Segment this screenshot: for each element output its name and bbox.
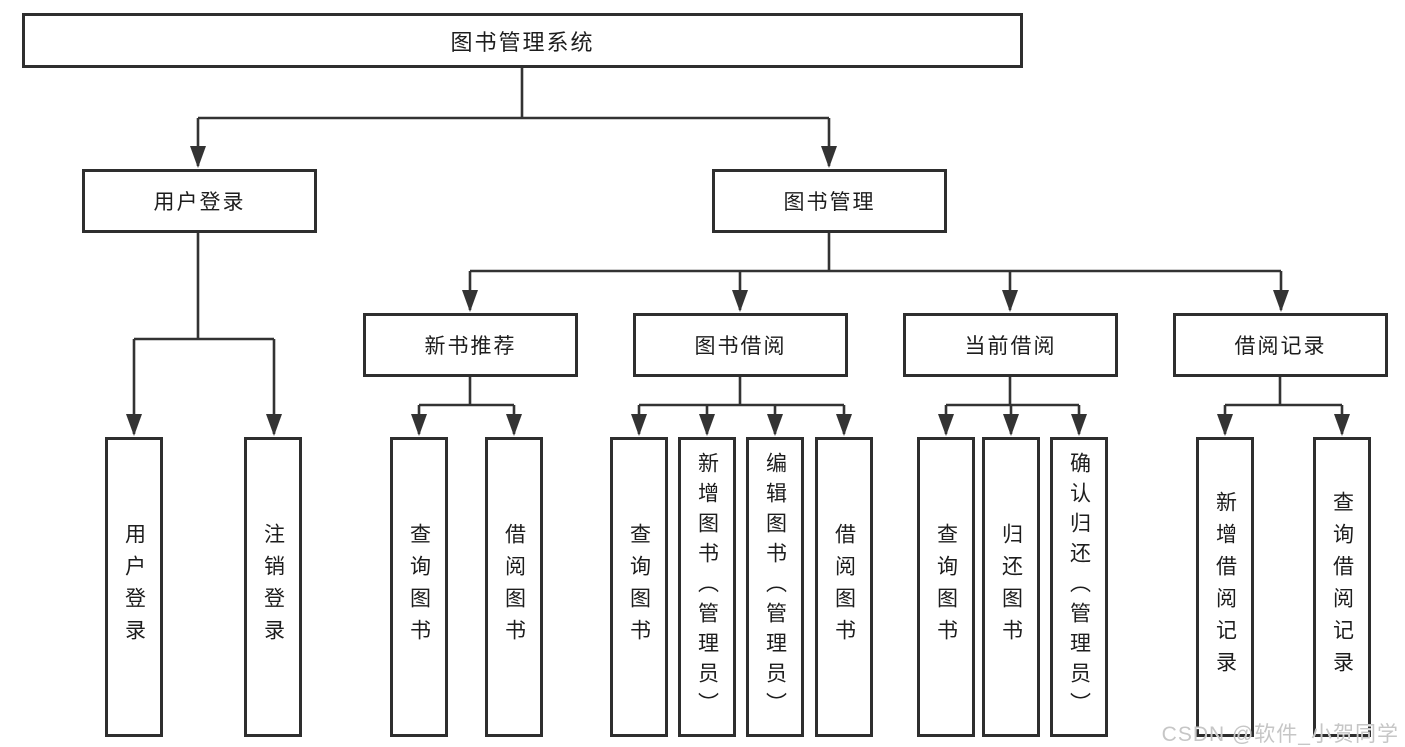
leaf-newbook-borrow-books: 借阅图书 [485, 437, 543, 737]
node-borrow-records: 借阅记录 [1173, 313, 1388, 377]
leaf-records-add-record: 新增借阅记录 [1196, 437, 1254, 737]
leaf-borrow-edit-books-admin-label: 编辑图书（管理员） [763, 452, 787, 722]
leaf-borrow-query-books-label: 查询图书 [627, 523, 651, 651]
node-book-borrow-label: 图书借阅 [694, 335, 787, 358]
leaf-records-query-record: 查询借阅记录 [1313, 437, 1371, 737]
node-new-book-recommend-label: 新书推荐 [424, 335, 517, 358]
leaf-current-confirm-return-admin-label: 确认归还（管理员） [1067, 452, 1091, 722]
node-borrow-records-label: 借阅记录 [1234, 335, 1327, 358]
leaf-records-add-record-label: 新增借阅记录 [1213, 491, 1237, 683]
leaf-newbook-query-books-label: 查询图书 [407, 523, 431, 651]
leaf-borrow-edit-books-admin: 编辑图书（管理员） [746, 437, 804, 737]
node-book-management-label: 图书管理 [783, 191, 876, 214]
node-current-borrow: 当前借阅 [903, 313, 1118, 377]
leaf-current-return-books-label: 归还图书 [999, 523, 1023, 651]
leaf-records-query-record-label: 查询借阅记录 [1330, 491, 1354, 683]
node-user-login: 用户登录 [82, 169, 317, 233]
leaf-borrow-borrow-books: 借阅图书 [815, 437, 873, 737]
node-book-management: 图书管理 [712, 169, 947, 233]
leaf-user-login-label: 用户登录 [122, 523, 146, 651]
node-library-system: 图书管理系统 [22, 13, 1023, 68]
leaf-current-confirm-return-admin: 确认归还（管理员） [1050, 437, 1108, 737]
node-new-book-recommend: 新书推荐 [363, 313, 578, 377]
node-library-system-label: 图书管理系统 [450, 29, 595, 55]
leaf-borrow-add-books-admin-label: 新增图书（管理员） [695, 452, 719, 722]
leaf-borrow-borrow-books-label: 借阅图书 [832, 523, 856, 651]
leaf-logout-label: 注销登录 [261, 523, 285, 651]
leaf-current-query-books-label: 查询图书 [934, 523, 958, 651]
leaf-newbook-query-books: 查询图书 [390, 437, 448, 737]
node-book-borrow: 图书借阅 [633, 313, 848, 377]
leaf-current-return-books: 归还图书 [982, 437, 1040, 737]
leaf-user-login: 用户登录 [105, 437, 163, 737]
node-current-borrow-label: 当前借阅 [964, 335, 1057, 358]
csdn-watermark: CSDN @软件_小贺同学 [1161, 723, 1399, 746]
leaf-newbook-borrow-books-label: 借阅图书 [502, 523, 526, 651]
leaf-borrow-add-books-admin: 新增图书（管理员） [678, 437, 736, 737]
leaf-current-query-books: 查询图书 [917, 437, 975, 737]
leaf-logout: 注销登录 [244, 437, 302, 737]
leaf-borrow-query-books: 查询图书 [610, 437, 668, 737]
node-user-login-label: 用户登录 [153, 191, 246, 214]
